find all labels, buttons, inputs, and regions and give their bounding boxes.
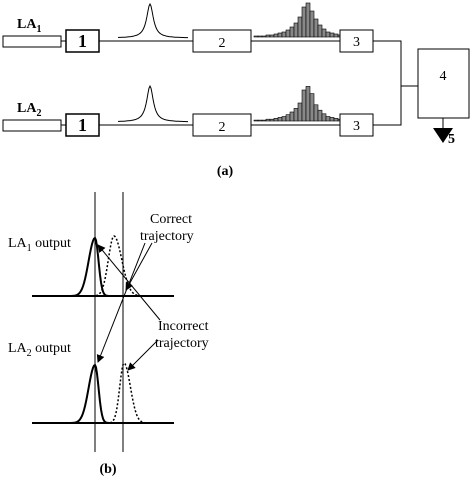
laser-1-source bbox=[2, 35, 62, 48]
histogram-bar bbox=[261, 119, 267, 122]
pulse-waveform-top bbox=[117, 2, 188, 39]
histogram-bar bbox=[325, 116, 331, 122]
block-1-top-label: 1 bbox=[78, 31, 87, 51]
connector-block3-block4-bottom bbox=[373, 86, 402, 126]
la2-output-label: LA2 output bbox=[8, 341, 71, 359]
histogram-top bbox=[253, 2, 351, 38]
histogram-bar bbox=[289, 26, 295, 38]
histogram-bar bbox=[305, 86, 311, 122]
correct-label-line1: Correct bbox=[150, 212, 192, 227]
block-4-label: 4 bbox=[440, 69, 447, 84]
histogram-bar bbox=[277, 32, 283, 38]
incorrect-arrow-to-la1 bbox=[97, 244, 161, 321]
la2-label: LA2 bbox=[17, 101, 41, 119]
incorrect-label-line1: Incorrect bbox=[158, 319, 209, 334]
histogram-bar bbox=[269, 118, 275, 122]
histogram-bar bbox=[289, 111, 295, 122]
caption-b: (b) bbox=[99, 462, 116, 477]
histogram-bar bbox=[317, 24, 323, 38]
histogram-bar bbox=[301, 6, 307, 38]
histogram-bar bbox=[277, 117, 283, 122]
incorrect-arrow-to-la2 bbox=[127, 339, 159, 371]
histogram-bar bbox=[293, 22, 299, 38]
histogram-bar bbox=[273, 33, 279, 38]
histogram-bottom bbox=[253, 86, 351, 122]
histogram-bar bbox=[313, 104, 319, 122]
histogram-bar bbox=[329, 32, 335, 38]
histogram-bar bbox=[257, 119, 263, 122]
la1-label: LA1 bbox=[17, 17, 41, 35]
la1-output-label: LA1 output bbox=[8, 236, 71, 254]
output-arrow-icon bbox=[433, 128, 453, 143]
block-3-bottom-label: 3 bbox=[353, 119, 360, 134]
histogram-bar bbox=[309, 10, 315, 38]
part-a: LA1 1 2 3 LA2 1 2 bbox=[2, 2, 470, 179]
histogram-bar bbox=[269, 34, 275, 38]
incorrect-label-line2: trajectory bbox=[155, 336, 209, 351]
histogram-bar bbox=[281, 116, 287, 122]
histogram-bar bbox=[305, 2, 311, 38]
block-4 bbox=[417, 48, 470, 119]
part-b: LA1 output LA2 output Correct trajectory… bbox=[8, 192, 209, 477]
block-1-bottom-label: 1 bbox=[78, 115, 87, 135]
histogram-bar bbox=[333, 33, 339, 38]
histogram-bar bbox=[281, 31, 287, 38]
peak-la1-dotted bbox=[80, 235, 168, 297]
pulse-waveform-bottom bbox=[118, 84, 188, 123]
histogram-bar bbox=[265, 34, 271, 38]
connector-block3-block4-top bbox=[373, 40, 418, 87]
output-label: 5 bbox=[448, 132, 455, 147]
histogram-bar bbox=[309, 93, 315, 122]
peak-la1-solid bbox=[60, 236, 130, 297]
histogram-bar bbox=[285, 29, 291, 38]
histogram-bar bbox=[273, 118, 279, 122]
histogram-bar bbox=[265, 118, 271, 122]
correct-label-line2: trajectory bbox=[140, 229, 194, 244]
histogram-bar bbox=[253, 119, 259, 122]
peak-la2-dotted bbox=[90, 361, 170, 424]
histogram-bar bbox=[313, 18, 319, 38]
histogram-bar bbox=[321, 113, 327, 122]
histogram-bar bbox=[325, 31, 331, 38]
histogram-bar bbox=[261, 35, 267, 38]
top-chain: LA1 1 2 3 bbox=[2, 2, 418, 87]
correct-arrow-to-la2 bbox=[96, 242, 146, 363]
caption-a: (a) bbox=[217, 164, 234, 179]
histogram-bar bbox=[333, 118, 339, 122]
correct-arrow-to-la1 bbox=[125, 242, 153, 291]
histogram-bar bbox=[293, 108, 299, 122]
block-2-top-label: 2 bbox=[219, 36, 226, 51]
laser-2-source bbox=[2, 119, 62, 132]
histogram-bar bbox=[297, 102, 303, 122]
block-2-bottom-label: 2 bbox=[219, 120, 226, 135]
histogram-bar bbox=[285, 114, 291, 122]
histogram-bar bbox=[321, 28, 327, 38]
block-3-top-label: 3 bbox=[353, 35, 360, 50]
histogram-bar bbox=[297, 16, 303, 38]
histogram-bar bbox=[253, 35, 259, 38]
histogram-bar bbox=[329, 117, 335, 122]
histogram-bar bbox=[301, 89, 307, 122]
peak-la2-solid bbox=[60, 363, 130, 424]
histogram-bar bbox=[257, 35, 263, 38]
bottom-chain: LA2 1 2 3 bbox=[2, 84, 402, 137]
histogram-bar bbox=[317, 109, 323, 122]
